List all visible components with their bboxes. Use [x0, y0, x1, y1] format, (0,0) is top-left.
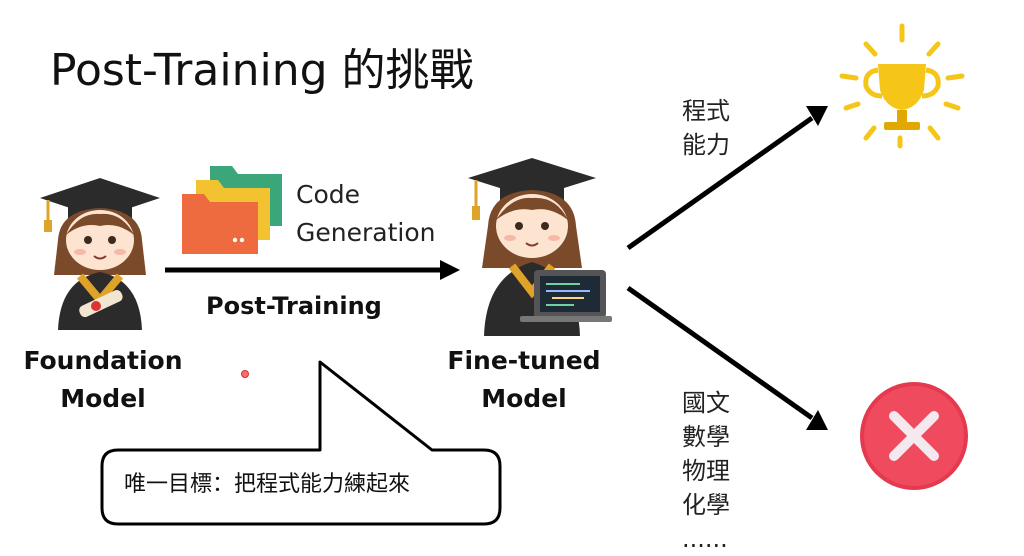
bad-outcome-label: 國文 數學 物理 化學 ...... [682, 386, 730, 556]
trophy-icon [839, 23, 965, 149]
bad-outcome-line5: ...... [682, 525, 728, 553]
process-label: Post-Training [206, 292, 382, 320]
task-label: Code Generation [296, 176, 435, 252]
post-training-arrow [165, 260, 460, 280]
good-outcome-line1: 程式 [682, 97, 730, 125]
failure-arrow [626, 285, 828, 430]
bad-outcome-line4: 化學 [682, 491, 730, 519]
foundation-graduate-illustration [40, 178, 160, 330]
foundation-model-label: Foundation Model [18, 342, 188, 418]
bad-outcome-line3: 物理 [682, 457, 730, 485]
foundation-label-line1: Foundation [23, 346, 183, 375]
callout-text: 唯一目標：把程式能力練起來 [124, 472, 411, 497]
foundation-label-line2: Model [60, 384, 146, 413]
finetuned-model-label: Fine-tuned Model [434, 342, 614, 418]
task-label-line1: Code [296, 180, 361, 209]
good-outcome-line2: 能力 [682, 131, 730, 159]
good-outcome-label: 程式 能力 [682, 94, 730, 162]
x-circle-icon [860, 382, 968, 490]
finetuned-graduate-illustration [468, 158, 612, 336]
page-title: Post-Training 的挑戰 [50, 45, 474, 96]
task-label-line2: Generation [296, 218, 436, 247]
speech-callout [100, 360, 502, 526]
bad-outcome-line2: 數學 [682, 423, 730, 451]
cursor-dot [241, 370, 249, 378]
success-arrow [626, 106, 828, 251]
finetuned-label-line1: Fine-tuned [447, 346, 601, 375]
finetuned-label-line2: Model [481, 384, 567, 413]
folder-stack-icon [182, 166, 282, 254]
bad-outcome-line1: 國文 [682, 389, 730, 417]
